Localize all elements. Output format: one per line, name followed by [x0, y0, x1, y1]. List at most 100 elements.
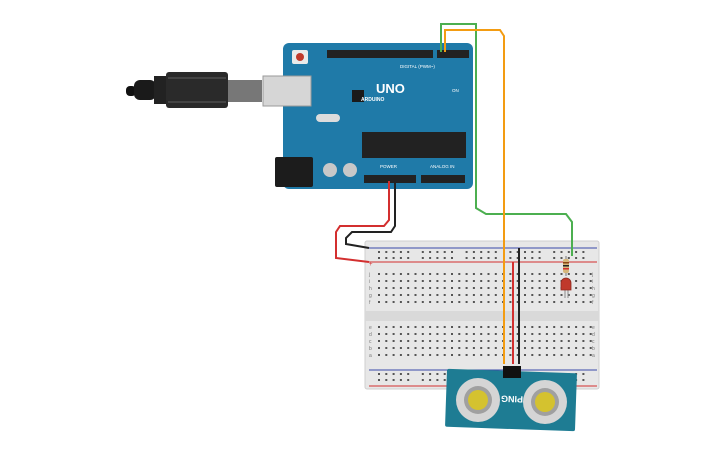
terminal-hole[interactable]	[399, 294, 402, 296]
terminal-hole[interactable]	[582, 333, 585, 335]
terminal-hole[interactable]	[480, 340, 483, 342]
terminal-hole[interactable]	[582, 347, 585, 349]
terminal-hole[interactable]	[451, 287, 453, 289]
rail-hole[interactable]	[472, 257, 475, 259]
terminal-hole[interactable]	[480, 326, 483, 328]
terminal-hole[interactable]	[458, 333, 461, 335]
terminal-hole[interactable]	[509, 333, 512, 335]
rail-hole[interactable]	[429, 257, 432, 259]
red-led[interactable]	[560, 277, 572, 298]
terminal-hole[interactable]	[472, 301, 475, 303]
ultrasonic-sensor[interactable]: PING	[445, 366, 577, 432]
terminal-hole[interactable]	[429, 301, 432, 303]
terminal-hole[interactable]	[567, 354, 570, 356]
terminal-hole[interactable]	[429, 326, 432, 328]
terminal-hole[interactable]	[421, 273, 424, 275]
terminal-hole[interactable]	[480, 301, 483, 303]
arduino-board[interactable]: UNO ARDUINO DIGITAL (PWM~) POWER ANALOG …	[262, 43, 473, 189]
terminal-hole[interactable]	[524, 301, 526, 303]
terminal-hole[interactable]	[494, 347, 497, 349]
terminal-hole[interactable]	[545, 273, 548, 275]
terminal-hole[interactable]	[421, 287, 424, 289]
terminal-hole[interactable]	[429, 340, 432, 342]
terminal-hole[interactable]	[575, 280, 578, 282]
terminal-hole[interactable]	[589, 354, 592, 356]
terminal-hole[interactable]	[429, 280, 432, 282]
terminal-hole[interactable]	[392, 273, 395, 275]
rail-hole[interactable]	[443, 251, 446, 253]
terminal-hole[interactable]	[553, 280, 556, 282]
terminal-hole[interactable]	[443, 294, 446, 296]
terminal-hole[interactable]	[407, 287, 410, 289]
terminal-hole[interactable]	[560, 273, 563, 275]
terminal-hole[interactable]	[538, 301, 541, 303]
terminal-hole[interactable]	[392, 347, 395, 349]
terminal-hole[interactable]	[451, 333, 453, 335]
terminal-hole[interactable]	[451, 354, 453, 356]
rail-hole[interactable]	[385, 251, 388, 253]
rail-hole[interactable]	[531, 251, 534, 253]
terminal-hole[interactable]	[516, 354, 519, 356]
terminal-hole[interactable]	[414, 280, 417, 282]
terminal-hole[interactable]	[385, 340, 388, 342]
terminal-hole[interactable]	[553, 354, 556, 356]
terminal-hole[interactable]	[472, 340, 475, 342]
terminal-hole[interactable]	[509, 326, 512, 328]
terminal-hole[interactable]	[560, 354, 563, 356]
terminal-hole[interactable]	[531, 347, 534, 349]
terminal-hole[interactable]	[545, 280, 548, 282]
terminal-hole[interactable]	[567, 294, 570, 296]
terminal-hole[interactable]	[472, 354, 475, 356]
terminal-hole[interactable]	[407, 301, 410, 303]
terminal-hole[interactable]	[421, 294, 424, 296]
terminal-hole[interactable]	[487, 294, 490, 296]
rail-hole[interactable]	[451, 257, 453, 259]
rail-hole[interactable]	[575, 251, 578, 253]
terminal-hole[interactable]	[560, 301, 563, 303]
rail-hole[interactable]	[582, 251, 585, 253]
rail-hole[interactable]	[538, 251, 541, 253]
terminal-hole[interactable]	[575, 326, 578, 328]
terminal-hole[interactable]	[399, 354, 402, 356]
terminal-hole[interactable]	[429, 273, 432, 275]
terminal-hole[interactable]	[472, 333, 475, 335]
terminal-hole[interactable]	[560, 340, 563, 342]
terminal-hole[interactable]	[436, 333, 439, 335]
rail-hole[interactable]	[392, 251, 395, 253]
terminal-hole[interactable]	[582, 340, 585, 342]
terminal-hole[interactable]	[524, 347, 526, 349]
terminal-hole[interactable]	[429, 354, 432, 356]
rail-hole[interactable]	[399, 379, 402, 381]
terminal-hole[interactable]	[451, 326, 453, 328]
terminal-hole[interactable]	[378, 280, 380, 282]
rail-hole[interactable]	[465, 251, 468, 253]
rail-hole[interactable]	[509, 251, 512, 253]
rail-hole[interactable]	[465, 257, 468, 259]
terminal-hole[interactable]	[553, 294, 556, 296]
terminal-hole[interactable]	[567, 333, 570, 335]
terminal-hole[interactable]	[436, 301, 439, 303]
terminal-hole[interactable]	[524, 273, 526, 275]
rail-hole[interactable]	[378, 251, 380, 253]
terminal-hole[interactable]	[524, 280, 526, 282]
terminal-hole[interactable]	[524, 354, 526, 356]
terminal-hole[interactable]	[575, 294, 578, 296]
terminal-hole[interactable]	[480, 333, 483, 335]
terminal-hole[interactable]	[509, 340, 512, 342]
terminal-hole[interactable]	[443, 354, 446, 356]
terminal-hole[interactable]	[443, 273, 446, 275]
terminal-hole[interactable]	[480, 280, 483, 282]
terminal-hole[interactable]	[392, 354, 395, 356]
terminal-hole[interactable]	[421, 347, 424, 349]
terminal-hole[interactable]	[575, 301, 578, 303]
terminal-hole[interactable]	[465, 301, 468, 303]
rail-hole[interactable]	[407, 251, 410, 253]
terminal-hole[interactable]	[385, 301, 388, 303]
terminal-hole[interactable]	[465, 273, 468, 275]
terminal-hole[interactable]	[531, 287, 534, 289]
rail-hole[interactable]	[407, 257, 410, 259]
terminal-hole[interactable]	[443, 333, 446, 335]
terminal-hole[interactable]	[472, 280, 475, 282]
terminal-hole[interactable]	[545, 347, 548, 349]
rail-hole[interactable]	[524, 251, 526, 253]
